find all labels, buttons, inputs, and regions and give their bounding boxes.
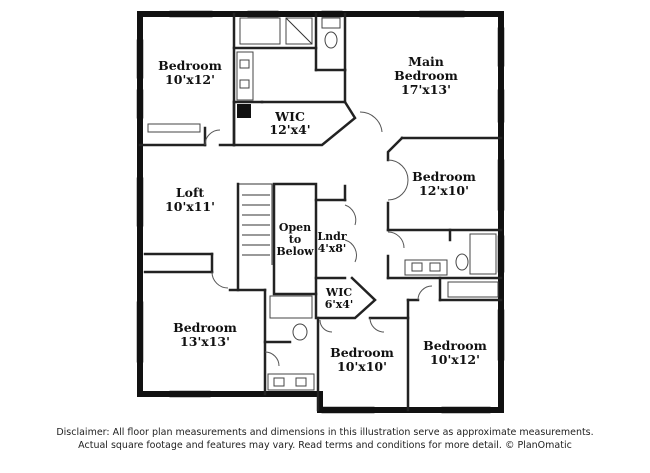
- room-bedroom-right-name: Bedroom: [412, 169, 476, 184]
- room-bedroom-bottom-right-name: Bedroom: [423, 338, 487, 353]
- room-bedroom-bottom-middle-name: Bedroom: [330, 345, 394, 360]
- disclaimer-line-2: Actual square footage and features may v…: [78, 440, 572, 451]
- room-wic-small-size: 6'x4': [325, 298, 354, 311]
- room-main-bedroom-name-2: Bedroom: [394, 68, 458, 83]
- room-main-bedroom-size: 17'x13': [401, 82, 451, 97]
- room-laundry-size: 4'x8': [318, 242, 347, 255]
- interior-walls: [138, 12, 503, 412]
- room-bedroom-bottom-left-size: 13'x13': [180, 334, 230, 349]
- door-swings: [204, 111, 433, 367]
- room-bedroom-bottom-right-size: 10'x12': [430, 352, 480, 367]
- fixtures: [236, 17, 499, 391]
- exterior-walls: [137, 11, 504, 413]
- staircase: [242, 194, 270, 256]
- room-open-to-below-line-3: Below: [276, 245, 314, 258]
- room-laundry-name: Lndr: [317, 230, 346, 243]
- room-wic-top-name: WIC: [274, 109, 305, 124]
- room-wic-top-size: 12'x4': [269, 122, 310, 137]
- room-open-to-below-line-2: to: [289, 233, 301, 246]
- room-bedroom-top-left-name: Bedroom: [158, 58, 222, 73]
- room-bedroom-top-left-size: 10'x12': [165, 72, 215, 87]
- disclaimer-line-1: Disclaimer: All floor plan measurements …: [56, 427, 594, 438]
- room-loft-name: Loft: [176, 185, 205, 200]
- room-wic-small-name: WIC: [325, 286, 352, 299]
- room-bedroom-bottom-left-name: Bedroom: [173, 320, 237, 335]
- room-bedroom-right-size: 12'x10': [419, 183, 469, 198]
- disclaimer: Disclaimer: All floor plan measurements …: [0, 426, 650, 452]
- room-bedroom-bottom-middle-size: 10'x10': [337, 359, 387, 374]
- room-main-bedroom-name: Main: [408, 54, 444, 69]
- room-open-to-below-line-1: Open: [279, 221, 311, 234]
- room-loft-size: 10'x11': [165, 199, 215, 214]
- room-labels: Bedroom 10'x12' Main Bedroom 17'x13' WIC…: [158, 54, 487, 374]
